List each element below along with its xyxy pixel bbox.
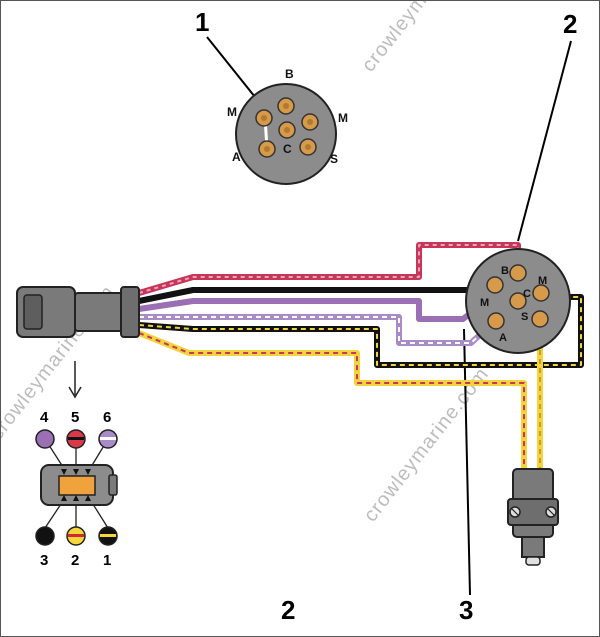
face-label-s: S (330, 152, 338, 166)
switch-label-c: C (523, 288, 531, 300)
stop-switch-flange (507, 498, 559, 526)
pin-number-2: 2 (71, 552, 79, 569)
connector-body (74, 292, 124, 332)
face-pin-m-right-center (307, 119, 313, 125)
switch-pin-b (509, 264, 527, 282)
connector-pinout: 4 5 6 3 2 1 (35, 361, 118, 569)
wire-yellow-red (137, 330, 527, 471)
face-pin-b-center (283, 103, 289, 109)
pin-number-3: 3 (40, 552, 48, 569)
stop-switch-stem (521, 536, 545, 558)
watermark-top: crowleymarine.com (358, 1, 492, 76)
switch-label-m-right: M (538, 275, 547, 287)
pin-number-1: 1 (103, 552, 111, 569)
callout-3-leader (463, 328, 471, 596)
connector-head-slot (23, 294, 43, 330)
callout-3: 3 (459, 595, 473, 625)
connector-collar (120, 286, 140, 338)
wire-purple (138, 298, 486, 322)
callout-2-bottom: 2 (281, 595, 295, 625)
wire-red (138, 242, 521, 296)
pin-dot-3 (35, 526, 55, 546)
pin-number-6: 6 (103, 409, 111, 426)
wire-purple-white (139, 314, 498, 346)
switch-face-view: B M M C A S (227, 67, 348, 185)
key-switch-rear: B M M C A S (465, 248, 571, 354)
switch-pin-c (509, 292, 527, 310)
callout-2-leader (517, 40, 572, 242)
switch-pin-m-right (532, 284, 550, 302)
face-label-b: B (285, 67, 294, 81)
face-pin-s-center (305, 144, 311, 150)
face-label-a: A (232, 150, 241, 164)
switch-pin-s (531, 310, 549, 328)
pinout-connector-latch (108, 474, 118, 496)
switch-label-m-left: M (480, 297, 489, 309)
switch-pin-a (487, 312, 505, 330)
switch-label-a: A (499, 332, 507, 344)
pinout-connector-insert (58, 475, 96, 496)
callout-2-top: 2 (563, 9, 577, 39)
face-label-m-left: M (227, 105, 237, 119)
face-pin-m-left-center (261, 115, 267, 121)
watermark-middle: crowleymarine.com (360, 363, 494, 526)
face-label-c: C (283, 142, 292, 156)
pinout-arrow-head (68, 386, 82, 399)
switch-pin-m-left (486, 276, 504, 294)
main-harness-connector (16, 286, 140, 338)
switch-label-s: S (521, 311, 528, 323)
pin-dot-1 (98, 526, 118, 546)
face-pin-c-center (284, 127, 290, 133)
pin-number-5: 5 (71, 409, 79, 426)
wire-black-yellow (138, 294, 584, 368)
face-pin-a-center (264, 146, 270, 152)
pin-dot-2 (66, 526, 86, 546)
switch-label-b: B (501, 265, 509, 277)
lanyard-stop-switch (507, 468, 559, 566)
pin-dot-6 (98, 429, 118, 449)
pin-dot-4 (35, 429, 55, 449)
pin-number-4: 4 (40, 409, 49, 426)
stop-switch-plunger (525, 556, 541, 566)
face-label-m-right: M (338, 111, 348, 125)
callout-1: 1 (195, 7, 209, 37)
pin-dot-5 (66, 429, 86, 449)
